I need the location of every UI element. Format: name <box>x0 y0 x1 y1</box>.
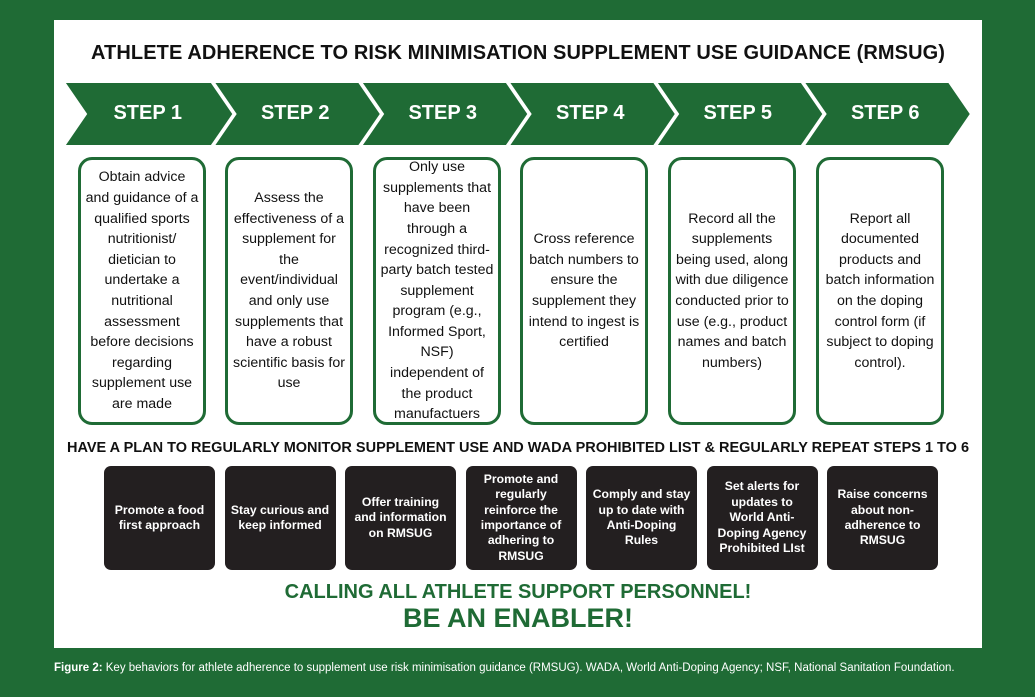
step-description-2: Assess the effectiveness of a supplement… <box>225 157 353 425</box>
figure-caption: Figure 2: Key behaviors for athlete adhe… <box>54 662 1014 674</box>
action-box-1: Promote a food first approach <box>104 466 215 570</box>
step-arrow-1 <box>62 81 235 147</box>
step-label-4: STEP 4 <box>555 102 625 124</box>
enabler-heading: BE AN ENABLER! <box>402 603 633 633</box>
step-label-6: STEP 6 <box>850 102 920 124</box>
action-box-3: Offer training and information on RMSUG <box>345 466 456 570</box>
step-label-3: STEP 3 <box>408 102 478 124</box>
monitor-instruction: HAVE A PLAN TO REGULARLY MONITOR SUPPLEM… <box>66 440 970 456</box>
step-arrow-2 <box>211 81 383 147</box>
step-description-5: Record all the supplements being used, a… <box>668 157 796 425</box>
step-label-5: STEP 5 <box>703 102 773 124</box>
infographic-panel: ATHLETE ADHERENCE TO RISK MINIMISATION S… <box>54 20 982 648</box>
action-box-4: Promote and regularly reinforce the impo… <box>465 466 577 570</box>
infographic-title: ATHLETE ADHERENCE TO RISK MINIMISATION S… <box>90 42 946 64</box>
action-box-2: Stay curious and keep informed <box>224 466 336 570</box>
action-box-7: Raise concerns about non-adherence to RM… <box>827 466 938 570</box>
calling-heading: CALLING ALL ATHLETE SUPPORT PERSONNEL! <box>284 581 752 603</box>
figure-label: Figure 2: <box>54 662 103 674</box>
action-box-5: Comply and stay up to date with Anti-Dop… <box>586 466 697 570</box>
step-description-6: Report all documented products and batch… <box>816 157 944 425</box>
step-description-1: Obtain advice and guidance of a qualifie… <box>78 157 206 425</box>
step-arrows <box>62 81 973 147</box>
step-label-2: STEP 2 <box>260 102 330 124</box>
step-arrow-5 <box>654 81 825 147</box>
step-arrow-6 <box>801 81 973 147</box>
step-arrow-3 <box>359 81 530 147</box>
figure-caption-text: Key behaviors for athlete adherence to s… <box>102 662 955 674</box>
step-label-1: STEP 1 <box>113 102 183 124</box>
step-description-4: Cross reference batch numbers to ensure … <box>520 157 648 425</box>
action-box-6: Set alerts for updates to World Anti-Dop… <box>706 466 818 570</box>
step-description-3: Only use supplements that have been thro… <box>373 157 501 425</box>
step-arrow-4 <box>506 81 678 147</box>
